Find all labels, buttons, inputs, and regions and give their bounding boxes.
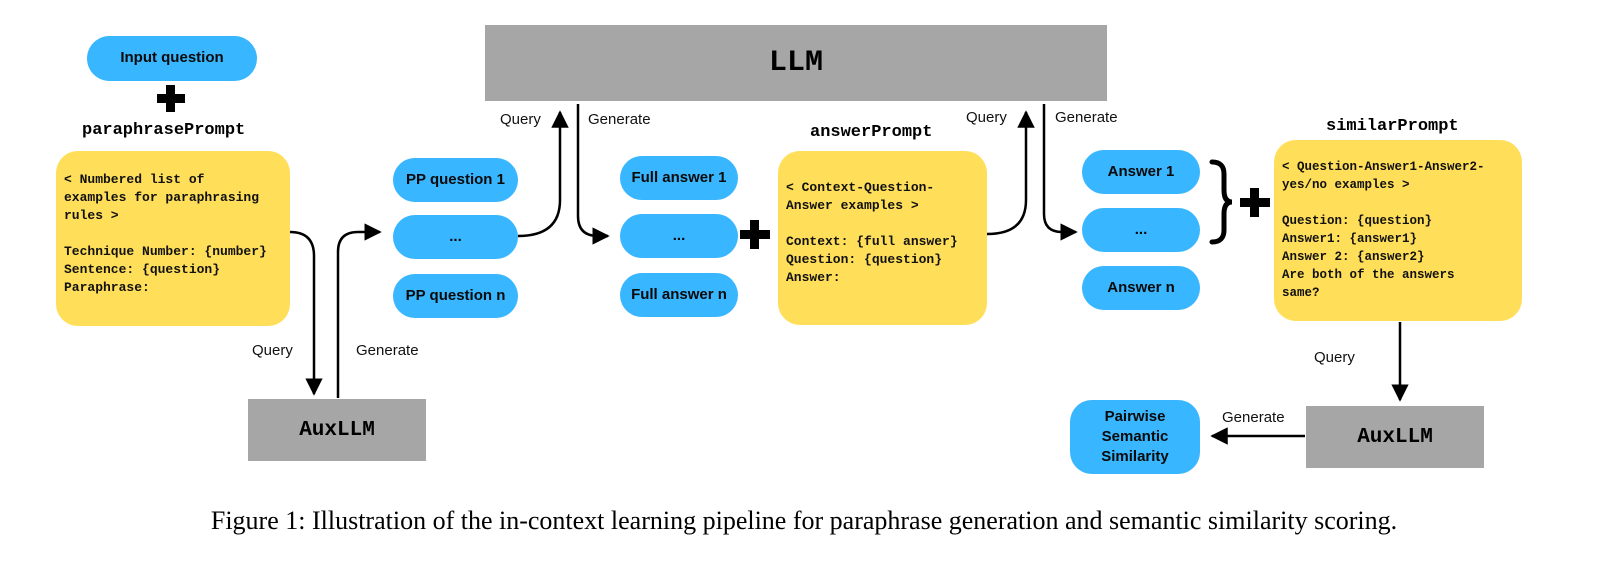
prompt-line: Answer 2: {answer2} [1282, 250, 1425, 264]
prompt-line: Paraphrase: [64, 280, 150, 295]
prompt-line: < Question-Answer1-Answer2- [1282, 160, 1485, 174]
generate-label: Generate [1055, 109, 1118, 126]
similar-prompt-title: similarPrompt [1326, 117, 1459, 136]
prompt-line: Question: {question} [786, 252, 943, 267]
full-answer-pill: Full answer n [620, 273, 738, 317]
answer-prompt-box: < Context-Question- Answer examples > Co… [778, 151, 987, 325]
query-label: Query [1314, 349, 1355, 366]
plus-icon [1240, 188, 1270, 217]
input-question-pill: Input question [87, 36, 257, 81]
prompt-line: Are both of the answers [1282, 268, 1455, 282]
output-line: Similarity [1101, 448, 1169, 466]
prompt-line: rules > [64, 208, 119, 223]
prompt-line: Technique Number: {number} [64, 244, 267, 259]
prompt-line: Answer: [786, 270, 841, 285]
paraphrase-prompt-title: paraphrasePrompt [82, 121, 246, 140]
query-label: Query [500, 111, 541, 128]
prompt-line: examples for paraphrasing [64, 190, 260, 205]
answer-prompt-title: answerPrompt [810, 123, 933, 142]
output-line: Semantic [1101, 427, 1169, 445]
prompt-line [1282, 194, 1516, 212]
pp-question-pill: PP question 1 [393, 158, 518, 202]
generate-label: Generate [588, 111, 651, 128]
query-label: Query [252, 342, 293, 359]
prompt-line: < Context-Question- [786, 180, 935, 195]
prompt-line [64, 225, 284, 243]
paraphrase-prompt-box: < Numbered list of examples for paraphra… [56, 151, 290, 326]
full-answer-pill: Full answer 1 [620, 156, 738, 200]
prompt-line: Question: {question} [1282, 214, 1433, 228]
pp-question-pill: ... [393, 215, 518, 259]
prompt-line: Answer1: {answer1} [1282, 232, 1418, 246]
prompt-line: same? [1282, 286, 1320, 300]
auxllm-box-right: AuxLLM [1306, 406, 1484, 468]
plus-icon [740, 220, 770, 249]
auxllm-box-left: AuxLLM [248, 399, 426, 461]
llm-box: LLM [485, 25, 1107, 101]
answer-pill: ... [1082, 208, 1200, 252]
curly-brace [1209, 159, 1233, 245]
plus-icon [157, 85, 185, 112]
answer-pill: Answer n [1082, 266, 1200, 310]
figure-caption: Figure 1: Illustration of the in-context… [210, 506, 1398, 535]
generate-label: Generate [356, 342, 419, 359]
pp-question-pill: PP question n [393, 274, 518, 318]
prompt-line: Sentence: {question} [64, 262, 221, 277]
full-answer-pill: ... [620, 214, 738, 258]
prompt-line: Context: {full answer} [786, 234, 958, 249]
prompt-line: Answer examples > [786, 198, 919, 213]
query-label: Query [966, 109, 1007, 126]
similar-prompt-box: < Question-Answer1-Answer2- yes/no examp… [1274, 140, 1522, 321]
prompt-line: yes/no examples > [1282, 178, 1410, 192]
prompt-line: < Numbered list of [64, 172, 205, 187]
answer-pill: Answer 1 [1082, 150, 1200, 194]
output-line: Pairwise [1104, 407, 1166, 425]
prompt-line [786, 215, 981, 233]
generate-label: Generate [1222, 409, 1285, 426]
pairwise-semantic-similarity-pill: Pairwise Semantic Similarity [1070, 400, 1200, 474]
